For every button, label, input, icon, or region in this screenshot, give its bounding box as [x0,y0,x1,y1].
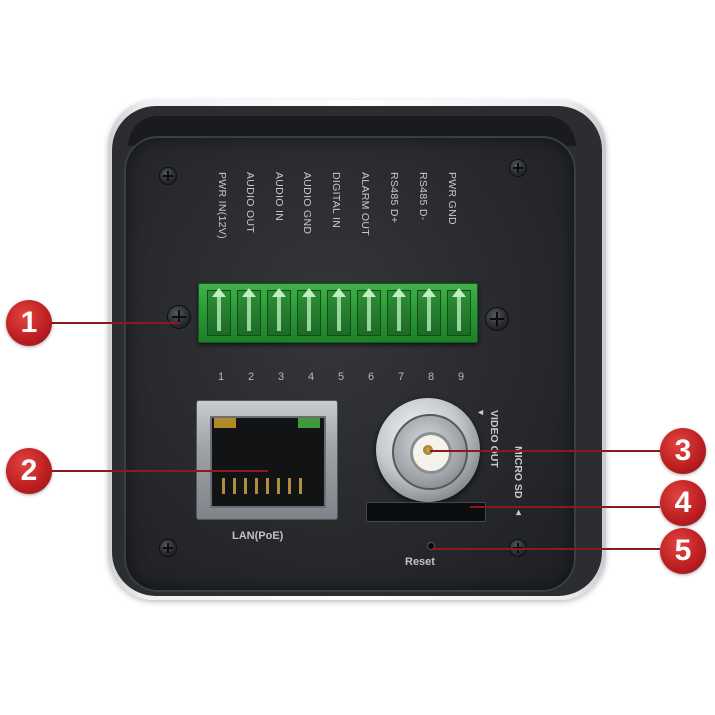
terminal-screw-icon [486,308,508,330]
reset-label: Reset [405,556,435,568]
terminal-screw-icon [168,306,190,328]
rear-panel [124,136,576,592]
terminal-slot [447,288,471,336]
terminal-arrow-icon [392,288,406,297]
pin-number: 9 [457,371,465,383]
pin-number: 6 [367,371,375,383]
terminal-slot [417,288,441,336]
micro-sd-slot [366,502,486,522]
pin-number: 1 [217,371,225,383]
pin-label: PWR GND [446,172,458,225]
bnc-center-pin [423,445,433,455]
corner-screw-icon [510,160,526,176]
pin-label: RS485 D- [417,172,429,221]
pin-number: 5 [337,371,345,383]
terminal-slot [297,288,321,336]
lan-port-socket [210,416,326,508]
callout-line [432,548,660,550]
terminal-slot [327,288,351,336]
terminal-arrow-icon [242,288,256,297]
callout-line [50,470,268,472]
pin-label: AUDIO OUT [244,172,256,234]
callout-1: 1 [6,300,52,346]
corner-screw-icon [160,168,176,184]
pin-number: 4 [307,371,315,383]
terminal-slot [237,288,261,336]
pin-label: AUDIO GND [301,172,313,235]
video-out-arrow-icon: ▼ [476,408,486,417]
lan-led-green [298,418,320,428]
terminal-arrow-icon [362,288,376,297]
pin-number: 2 [247,371,255,383]
callout-line [430,450,660,452]
pin-number: 7 [397,371,405,383]
callout-line [470,506,660,508]
pin-number: 8 [427,371,435,383]
callout-4: 4 [660,480,706,526]
callout-5: 5 [660,528,706,574]
pin-label: AUDIO IN [273,172,285,222]
lan-contacts [222,478,310,494]
pin-label: DIGITAL IN [330,172,342,229]
pin-number: 3 [277,371,285,383]
terminal-arrow-icon [272,288,286,297]
micro-sd-arrow-icon: ◄ [514,508,524,517]
pin-label: PWR IN(12V) [216,172,228,239]
terminal-arrow-icon [422,288,436,297]
lan-led-amber [214,418,236,428]
micro-sd-label: MICRO SD [512,446,524,499]
terminal-arrow-icon [212,288,226,297]
terminal-slot [357,288,381,336]
terminal-arrow-icon [452,288,466,297]
terminal-block [198,283,478,343]
corner-screw-icon [160,540,176,556]
pin-label: ALARM OUT [359,172,371,236]
callout-2: 2 [6,448,52,494]
terminal-slot [207,288,231,336]
reset-hole [428,543,434,549]
terminal-arrow-icon [302,288,316,297]
terminal-arrow-icon [332,288,346,297]
pin-label: RS485 D+ [388,172,400,224]
video-out-label: VIDEO OUT [488,410,500,468]
terminal-slot [387,288,411,336]
terminal-slot [267,288,291,336]
callout-line [50,322,180,324]
callout-3: 3 [660,428,706,474]
lan-label: LAN(PoE) [232,530,284,542]
